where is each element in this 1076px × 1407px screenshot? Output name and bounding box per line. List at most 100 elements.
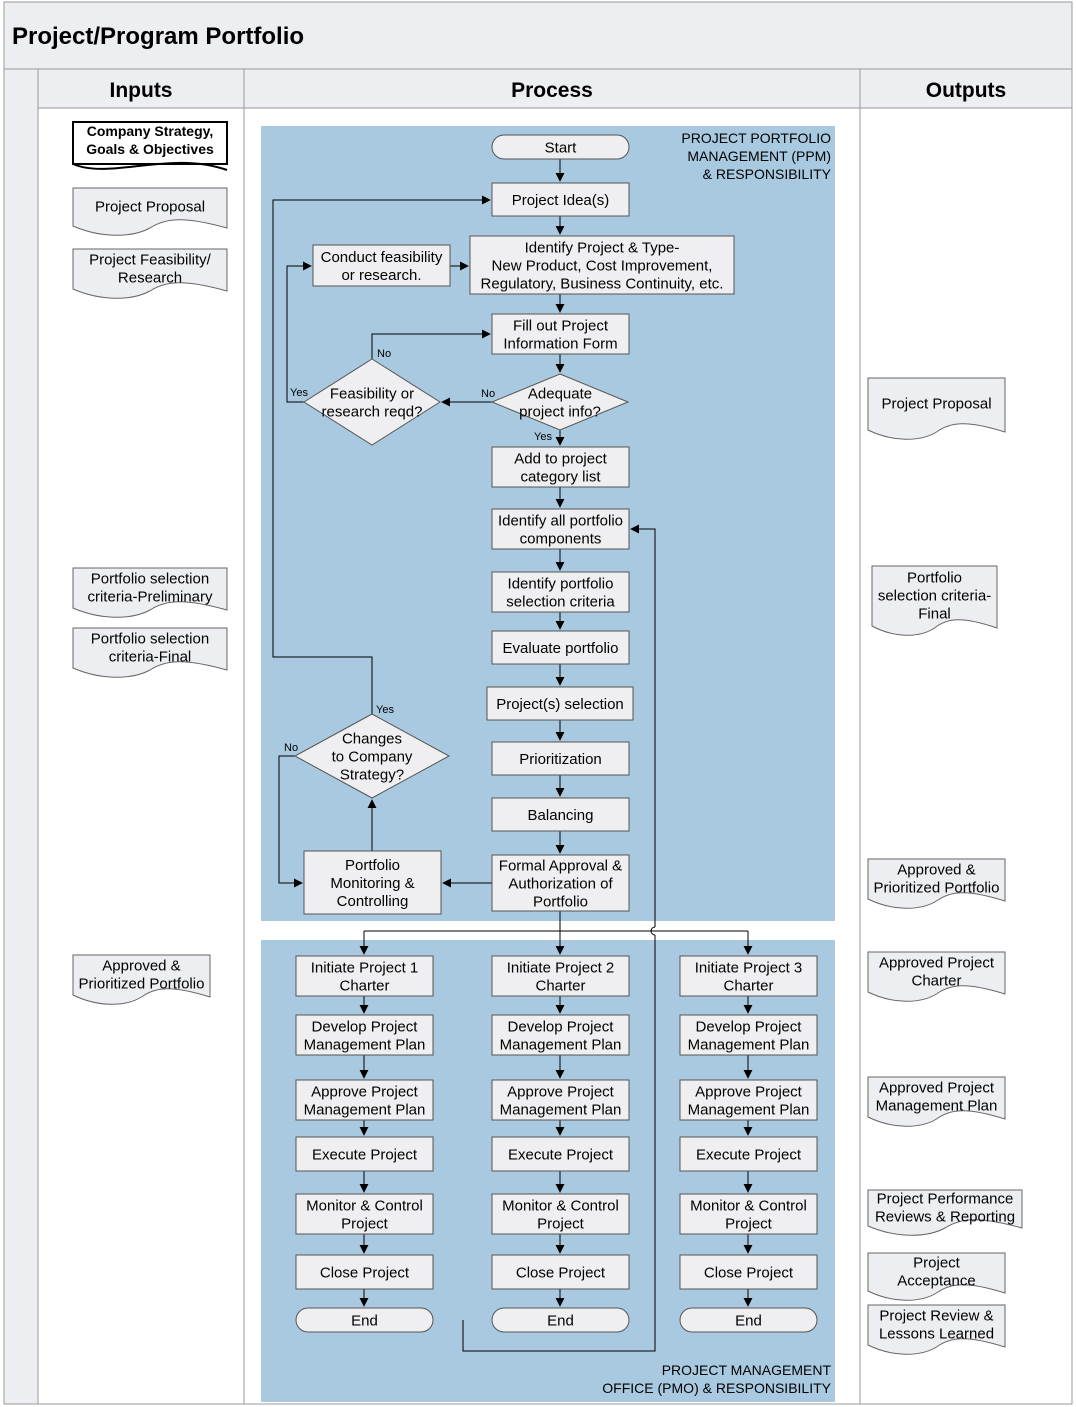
feasibility-no [371,329,491,359]
project2-end-terminator [491,1307,630,1333]
initiate-project2-box-label-line: Charter [535,977,585,994]
project1-monitor-box-label-line: Project [341,1215,389,1232]
identify-type-box [469,235,735,295]
evaluate-box [491,630,630,665]
project1-execute-box-label-line: Execute Project [312,1146,418,1163]
adequate-info-decision [490,373,630,431]
output-approved-portfolio-label-line: Approved & [897,861,975,878]
project3-close-box-label: Close Project [704,1264,794,1281]
output-acceptance-label-line: Project [913,1254,961,1271]
initiate-project3-box-label-line: Initiate Project 3 [695,959,803,976]
output-criteria-final-label-line: Portfolio [907,569,962,586]
project1-develop-box-label-line: Management Plan [304,1036,426,1053]
project1-approve-box-label-line: Management Plan [304,1101,426,1118]
input-project-proposal-label: Project Proposal [95,198,205,215]
lane-header-bar [37,68,1073,109]
changes-decision-label-line: Changes [342,730,402,747]
project2-develop-box [491,1014,630,1056]
formal-approval-box-label-line: Authorization of [508,875,613,892]
input-approved-portfolio [72,954,211,1005]
project-idea-box-label: Project Idea(s) [512,192,610,209]
identify-criteria-box [491,571,630,613]
project1-close-box-label-line: Close Project [320,1264,410,1281]
page-title: Project/Program Portfolio [12,23,304,50]
project3-execute-box-label: Execute Project [696,1146,802,1163]
project1-approve-box [295,1079,434,1121]
project1-close-box [295,1254,434,1290]
changes-no-tag: No [284,742,298,754]
prioritization-box-label: Prioritization [519,751,602,768]
project1-execute-box [295,1136,434,1172]
balancing-box-label: Balancing [528,807,594,824]
ppm-region-label-line: PROJECT PORTFOLIO [681,130,831,146]
changes-decision-label-line: to Company [332,748,413,765]
selection-box-label: Project(s) selection [496,696,624,713]
project3-execute-box [679,1136,818,1172]
project2-monitor-box-label-line: Project [537,1215,585,1232]
project-idea-box-label-line: Project Idea(s) [512,192,610,209]
adequate-info-decision-label-line: project info? [519,403,601,420]
project1-develop-box-label-line: Develop Project [312,1018,419,1035]
monitoring-box [303,850,442,915]
selection-box-label-line: Project(s) selection [496,696,624,713]
project2-execute-box-label: Execute Project [508,1146,614,1163]
conduct-feasibility-box-label-line: or research. [341,267,421,284]
evaluate-box-label-line: Evaluate portfolio [503,640,619,657]
identify-components-box-label-line: components [520,530,602,547]
initiate-project1-box [295,955,434,997]
start-terminator [491,134,630,160]
project2-execute-box [491,1136,630,1172]
identify-type-box-label: Identify Project & Type-New Product, Cos… [481,239,724,292]
output-charter-label-line: Approved Project [879,954,995,971]
initiate-project1-box-label-line: Charter [339,977,389,994]
project2-monitor-box-label-line: Monitor & Control [502,1197,619,1214]
input-project-proposal-label-line: Project Proposal [95,198,205,215]
formal-approval-box [491,854,630,912]
project2-approve-box-label-line: Management Plan [500,1101,622,1118]
conduct-feasibility-box [312,244,451,287]
project2-develop-box-label-line: Develop Project [508,1018,615,1035]
identify-type-box-label-line: New Product, Cost Improvement, [492,257,713,274]
input-company-strategy-label-line: Company Strategy, [87,123,214,139]
project3-monitor-box [679,1193,818,1235]
lane-header-inputs: Inputs [110,79,173,102]
input-criteria-final-label-line: Portfolio selection [91,630,209,647]
output-project-proposal-label-line: Project Proposal [881,395,991,412]
output-charter [867,951,1006,1002]
project2-close-box [491,1254,630,1290]
add-category-box-label-line: category list [520,468,601,485]
lane-header-outputs: Outputs [926,79,1006,102]
output-acceptance-label-line: Acceptance [897,1272,975,1289]
input-criteria-final-label-line: criteria-Final [109,648,192,665]
initiate-project3-box [679,955,818,997]
input-company-strategy-label-line: Goals & Objectives [86,141,214,157]
input-criteria-prelim-label-line: criteria-Preliminary [87,588,213,605]
project2-approve-box-label-line: Approve Project [507,1083,615,1100]
initiate-project2-box-label-line: Initiate Project 2 [507,959,615,976]
fill-form-box-label-line: Fill out Project [513,317,609,334]
output-lessons-label-line: Lessons Learned [879,1325,994,1342]
balancing-box-label-line: Balancing [528,807,594,824]
project3-close-box-label-line: Close Project [704,1264,794,1281]
feasibility-reqd-decision-label-line: research reqd? [322,403,423,420]
project3-develop-box-label-line: Develop Project [696,1018,803,1035]
identify-criteria-box-label-line: Identify portfolio [508,575,614,592]
start-terminator-label: Start [545,139,578,156]
add-category-box [491,446,630,488]
